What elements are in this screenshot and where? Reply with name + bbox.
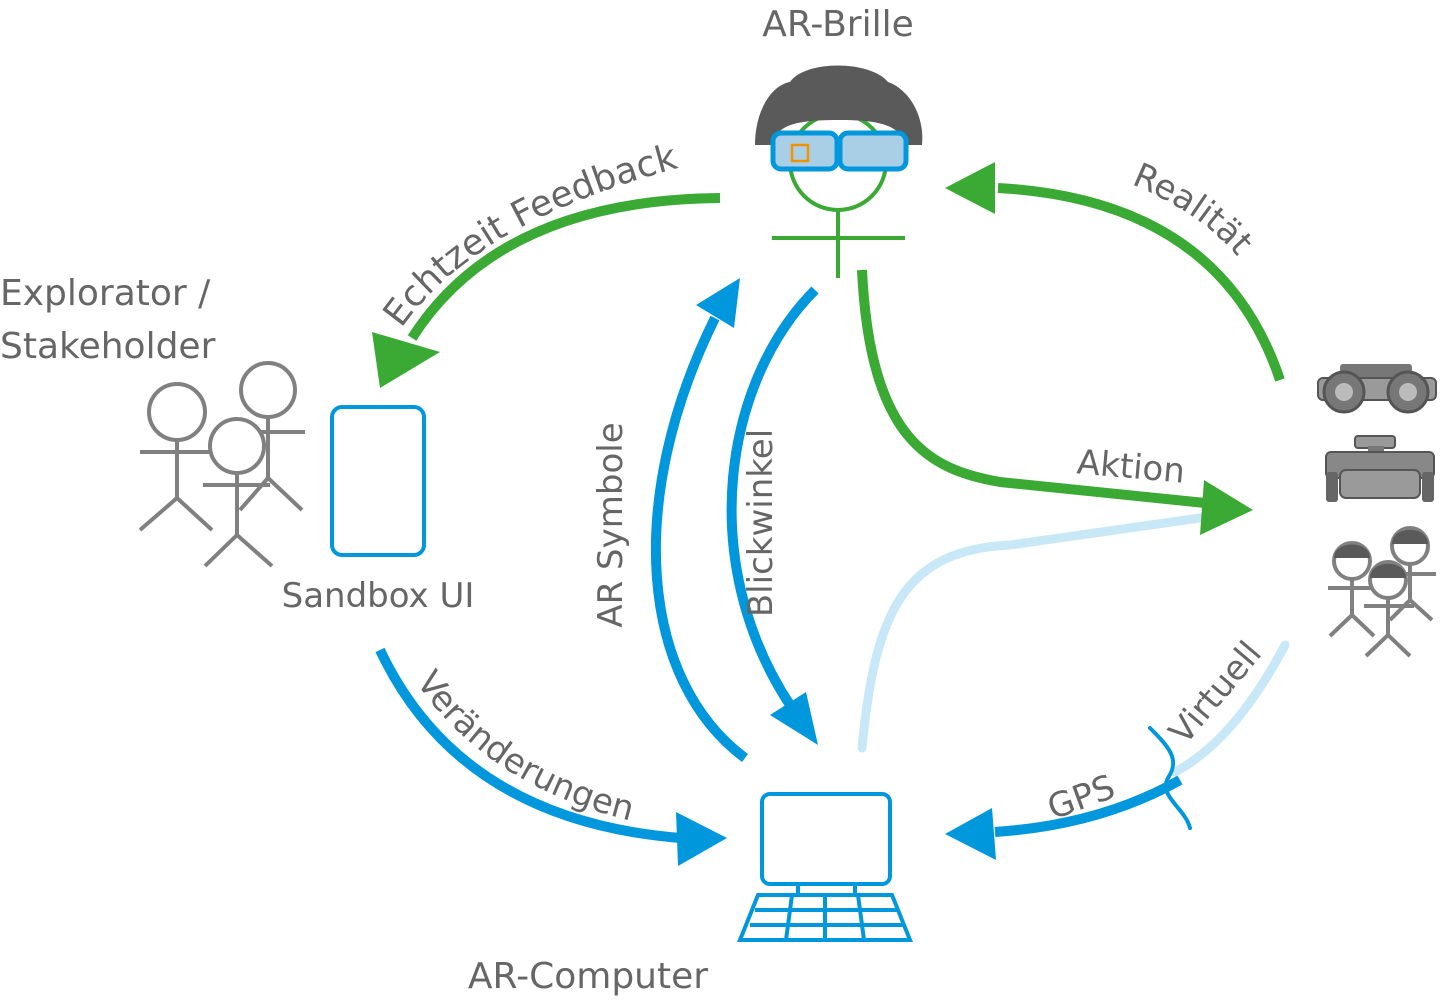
soldier-figures <box>1328 526 1436 658</box>
tracked-robot-icon <box>1325 435 1435 502</box>
wheeled-robot-icon <box>1317 364 1437 414</box>
ar-symbole-label: AR Symbole <box>591 422 631 627</box>
brace-separator <box>1148 726 1192 830</box>
ar-computer-label: AR-Computer <box>468 956 708 997</box>
virtual-link-curve <box>857 513 1205 753</box>
arrow-veraenderungen <box>375 647 727 866</box>
aktion-label: Aktion <box>1075 442 1186 491</box>
helmet-icon <box>755 65 923 145</box>
arrow-gps <box>945 775 1183 860</box>
blickwinkel-label: Blickwinkel <box>741 429 781 617</box>
arrow-aktion <box>857 269 1253 535</box>
explorator-label: Explorator / <box>0 273 211 314</box>
ar-glasses-user <box>755 65 923 278</box>
ar-brille-label: AR-Brille <box>762 4 914 45</box>
arrow-realitaet <box>945 162 1285 382</box>
arrow-ar-symbole <box>650 278 748 763</box>
ar-goggles-icon <box>770 130 909 172</box>
arrow-blickwinkel <box>726 286 819 745</box>
stakeholder-figures <box>138 361 305 568</box>
sandbox-ui-label: Sandbox UI <box>282 576 475 616</box>
computer-icon <box>737 792 913 942</box>
tablet-icon <box>330 405 426 557</box>
stakeholder-label: Stakeholder <box>0 326 216 367</box>
arrow-echtzeit-feedback <box>372 193 721 388</box>
virtual-link-right <box>1170 640 1290 777</box>
